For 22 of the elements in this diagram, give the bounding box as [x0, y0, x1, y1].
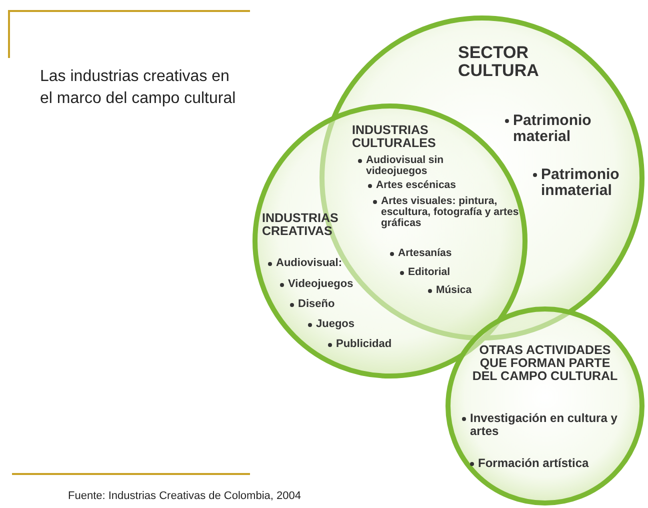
- list-item: Diseño: [290, 299, 398, 311]
- list-item: Artesanías: [390, 248, 498, 260]
- list-item: Artes escénicas: [368, 180, 496, 192]
- list-item: Música: [428, 285, 536, 296]
- list-item: Artes visuales: pintura, escultura, fotografía y artes gráficas: [373, 196, 521, 230]
- list-item: Formación artística: [470, 457, 628, 470]
- list-item: Publicidad: [328, 339, 436, 351]
- list-item: Juegos: [308, 319, 416, 331]
- heading: INDUSTRIAS CULTURALES: [352, 124, 437, 150]
- list-item: Patrimonio inmaterial: [533, 167, 641, 198]
- heading: INDUSTRIAS CREATIVAS: [262, 212, 340, 238]
- heading: OTRAS ACTIVIDADES QUE FORMAN PARTE DEL CAMPO CULTURAL: [471, 344, 619, 384]
- list-item: Patrimonio material: [505, 113, 623, 144]
- list-item: Videojuegos: [280, 279, 388, 291]
- venn-circle: [445, 306, 645, 506]
- list-item: Editorial: [400, 267, 508, 278]
- list-item: Investigación en cultura y artes: [462, 412, 640, 438]
- title: Las industrias creativas en el marco del campo cultural: [40, 67, 237, 110]
- caption: Fuente: Industrias Creativas de Colombia, 2004: [68, 490, 301, 502]
- heading: SECTOR CULTURA: [458, 44, 540, 80]
- list-item: Audiovisual sin videojuegos: [358, 155, 466, 178]
- list-item: Audiovisual:: [268, 258, 376, 270]
